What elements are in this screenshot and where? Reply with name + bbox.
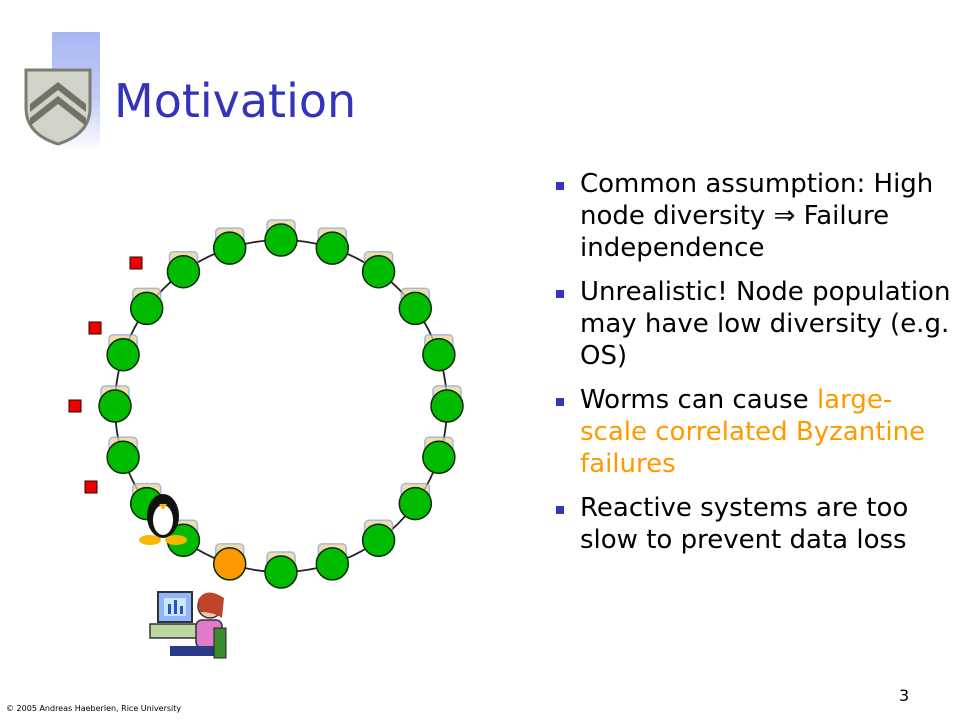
user-hair: [198, 592, 224, 618]
screen-bar: [174, 600, 177, 614]
ring-node: [315, 231, 350, 265]
ring-node: [129, 291, 164, 326]
ring-node: [398, 291, 433, 326]
ring-node: [106, 440, 140, 475]
bullet-marker: [556, 398, 564, 406]
bullet-item: Unrealistic! Node population may have lo…: [548, 276, 953, 372]
ring-node: [430, 389, 464, 423]
infected-node: [212, 547, 247, 581]
penguin-foot: [165, 535, 187, 545]
page-number: 3: [899, 686, 910, 705]
failed-node-marker: [84, 480, 98, 494]
bullet-text: Unrealistic! Node population may have lo…: [580, 277, 951, 371]
penguin-belly: [153, 505, 173, 535]
penguin-foot: [139, 535, 161, 545]
chair: [213, 627, 227, 659]
ring-node: [315, 547, 350, 581]
screen-bar: [168, 604, 171, 614]
keyboard: [149, 623, 201, 639]
shield-logo-icon: [24, 68, 92, 146]
ring-node: [398, 486, 433, 521]
bullet-item: Worms can cause large-scale correlated B…: [548, 384, 953, 480]
screen-bar: [180, 606, 183, 614]
bullet-text: Reactive systems are too slow to prevent…: [580, 493, 909, 555]
bullet-item: Reactive systems are too slow to prevent…: [548, 492, 953, 556]
slide-title: Motivation: [114, 74, 357, 128]
bullet-marker: [556, 182, 564, 190]
ring-node: [212, 231, 247, 265]
ring-node: [106, 337, 140, 372]
footer-copyright: © 2005 Andreas Haeberlen, Rice Universit…: [6, 704, 182, 713]
bullet-marker: [556, 506, 564, 514]
ring-node: [264, 223, 298, 257]
bullet-text: Worms can cause: [580, 385, 817, 415]
bullet-marker: [556, 290, 564, 298]
ring-node: [98, 389, 132, 423]
ring-node: [166, 254, 201, 289]
bullet-list: Common assumption: High node diversity ⇒…: [548, 168, 953, 568]
ring-node: [361, 523, 396, 558]
user-legs: [170, 646, 220, 656]
ring-node: [422, 440, 456, 475]
failed-node-marker: [68, 399, 82, 413]
ring-node: [422, 337, 456, 372]
ring-node: [264, 555, 298, 589]
failed-node-marker: [88, 321, 102, 335]
bullet-text: Common assumption: High node diversity: [580, 169, 934, 231]
bullet-highlight-text: large-scale correlated Byzantine failure…: [580, 385, 926, 479]
bullet-item: Common assumption: High node diversity ⇒…: [548, 168, 953, 264]
penguin-beak: [159, 504, 167, 510]
failed-node-marker: [129, 256, 143, 270]
ring-node: [361, 254, 396, 289]
bullet-text: ⇒ Failure independence: [580, 201, 890, 263]
